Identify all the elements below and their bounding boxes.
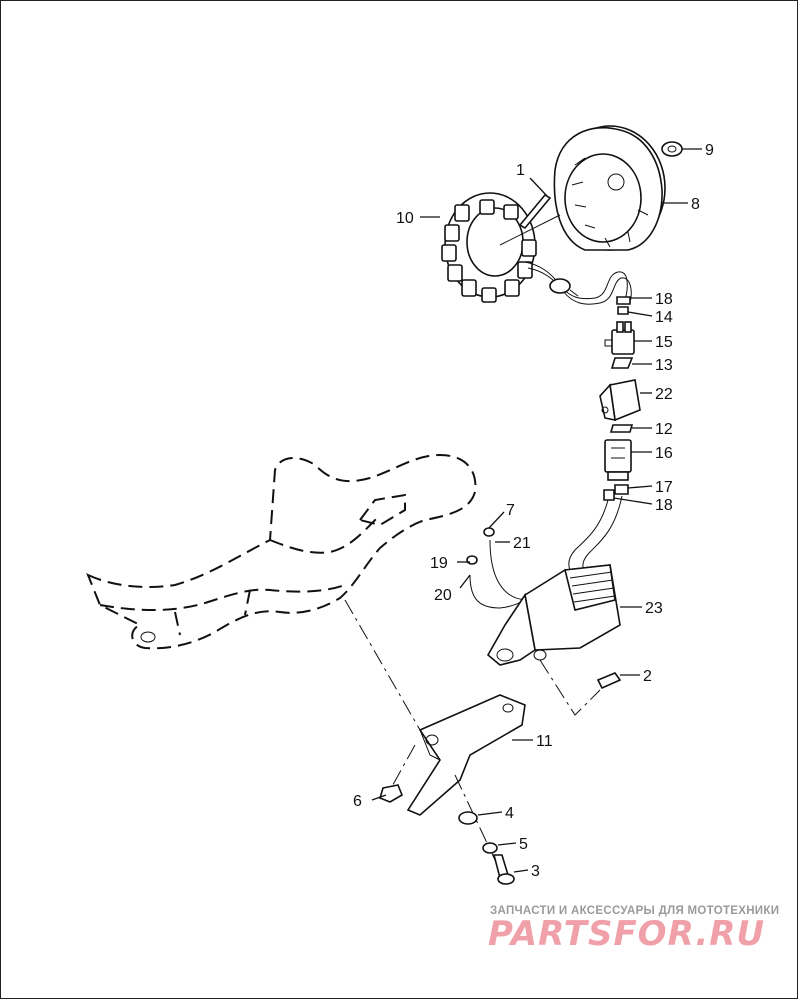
washer-hole [667, 145, 677, 153]
callout-22: 22 [655, 386, 673, 403]
callout-17: 17 [655, 479, 673, 496]
callout-2: 2 [643, 668, 652, 685]
callout-21: 21 [513, 535, 531, 552]
callout-12: 12 [655, 421, 673, 438]
callout-14: 14 [655, 309, 673, 326]
terminal-part-17 [614, 484, 629, 495]
callout-9: 9 [705, 142, 714, 159]
frame-dashed-outline [86, 453, 477, 731]
callout-7: 7 [506, 502, 515, 519]
callout-23: 23 [645, 600, 663, 617]
screw-part-1 [518, 193, 552, 230]
bolt-head [497, 873, 515, 885]
terminal-part-14 [617, 306, 629, 315]
callout-8: 8 [691, 196, 700, 213]
stator-wire-harness [524, 261, 632, 305]
cover-part-22 [599, 379, 641, 422]
ring-terminal-part-7 [483, 527, 495, 537]
stator-part-10 [441, 192, 561, 303]
callout-16: 16 [655, 445, 673, 462]
bracket-leader-dashdot [389, 744, 416, 791]
callout-11: 11 [536, 733, 553, 750]
ring-terminal-part-19 [466, 555, 478, 565]
screw-part-2 [596, 672, 622, 690]
callout-18-bottom: 18 [655, 497, 673, 514]
callout-6: 6 [353, 793, 362, 810]
callout-15: 15 [655, 334, 673, 351]
rotor-part-8 [553, 125, 666, 251]
terminal-part-18-top [616, 296, 631, 305]
connector-part-16 [604, 439, 632, 481]
washer-part-9 [661, 141, 683, 157]
callout-10: 10 [396, 210, 414, 227]
regulator-part-23 [486, 564, 621, 666]
lock-part-12 [609, 424, 634, 433]
callout-4: 4 [505, 805, 514, 822]
callout-18-top: 18 [655, 291, 673, 308]
watermark-tagline: ЗАПЧАСТИ И АКСЕССУАРЫ ДЛЯ МОТОТЕХНИКИ [490, 905, 780, 917]
connector-part-15 [604, 321, 635, 355]
washer-part-4 [458, 811, 478, 825]
regulator-leader-dashdot [539, 659, 601, 716]
callout-13: 13 [655, 357, 673, 374]
lock-part-13 [610, 357, 634, 369]
callout-5: 5 [519, 836, 528, 853]
callout-19: 19 [430, 555, 448, 572]
callout-20: 20 [434, 587, 452, 604]
terminal-part-18-bottom [603, 489, 615, 501]
callout-1: 1 [516, 162, 525, 179]
bracket-part-11 [406, 694, 526, 816]
watermark-logo: PARTSFOR.RU [488, 914, 766, 954]
callout-leaders [371, 148, 702, 873]
nut-part-6 [379, 784, 403, 803]
bracket-bolt-dashdot [454, 774, 496, 861]
callout-3: 3 [531, 863, 540, 880]
lockwasher-part-5 [482, 842, 498, 854]
